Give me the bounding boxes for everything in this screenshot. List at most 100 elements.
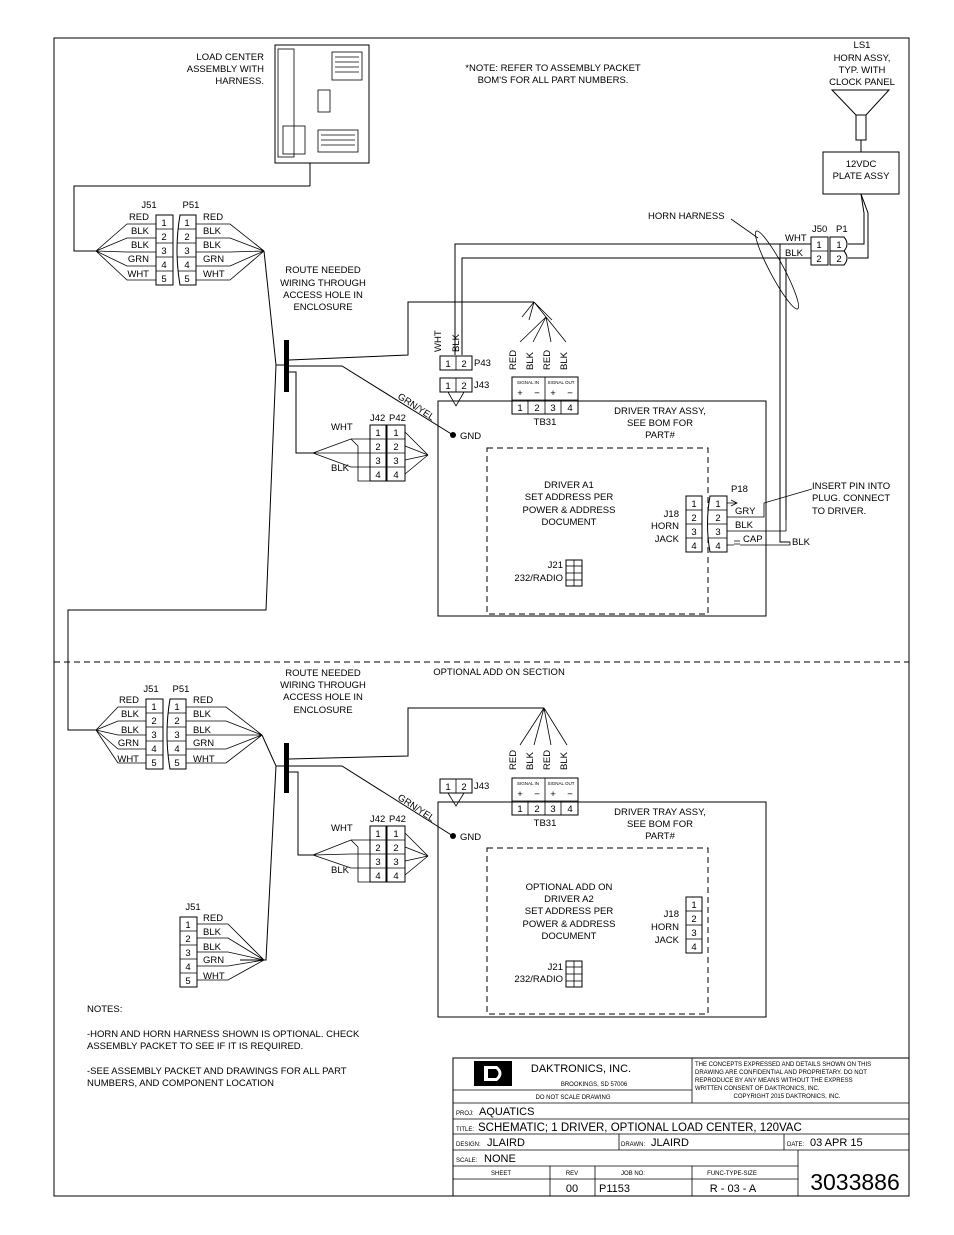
svg-text:−: −	[534, 789, 540, 800]
svg-text:THE CONCEPTS EXPRESSED AND DET: THE CONCEPTS EXPRESSED AND DETAILS SHOWN…	[695, 1062, 871, 1068]
svg-text:GRN: GRN	[203, 254, 224, 265]
svg-text:3: 3	[691, 527, 696, 538]
svg-text:POWER & ADDRESS: POWER & ADDRESS	[523, 505, 616, 516]
svg-text:GRY: GRY	[735, 506, 756, 517]
svg-text:SET ADDRESS PER: SET ADDRESS PER	[525, 492, 614, 503]
svg-text:4: 4	[567, 403, 572, 414]
route-label-top: ROUTE NEEDED WIRING THROUGH ACCESS HOLE …	[280, 265, 366, 313]
svg-text:WHT: WHT	[117, 754, 139, 765]
svg-text:DO NOT SCALE DRAWING: DO NOT SCALE DRAWING	[535, 1095, 610, 1101]
svg-text:3: 3	[550, 804, 555, 815]
svg-text:1: 1	[393, 829, 398, 840]
insert-pin-note: INSERT PIN INTO PLUG. CONNECT TO DRIVER.	[812, 481, 890, 517]
gnd-point-top	[450, 432, 456, 438]
svg-text:J42: J42	[370, 814, 385, 825]
svg-text:J18: J18	[664, 909, 679, 920]
svg-text:1: 1	[816, 240, 821, 251]
svg-text:RED: RED	[508, 750, 519, 770]
svg-text:5: 5	[161, 274, 166, 285]
load-center-label: LOAD CENTER ASSEMBLY WITH HARNESS.	[187, 52, 264, 87]
svg-text:WHT: WHT	[331, 823, 353, 834]
svg-text:-SEE ASSEMBLY PACKET AND DRAWI: -SEE ASSEMBLY PACKET AND DRAWINGS FOR AL…	[87, 1066, 347, 1077]
svg-text:DRIVER A1: DRIVER A1	[544, 480, 594, 491]
svg-text:2: 2	[715, 513, 720, 524]
svg-text:BLK: BLK	[131, 226, 150, 237]
svg-text:OPTIONAL ADD ON: OPTIONAL ADD ON	[526, 882, 613, 893]
svg-text:J51: J51	[185, 902, 200, 913]
svg-text:+: +	[550, 388, 556, 399]
driver-a1-label: DRIVER A1 SET ADDRESS PER POWER & ADDRES…	[523, 480, 616, 528]
svg-text:3: 3	[174, 730, 179, 741]
svg-text:3: 3	[715, 527, 720, 538]
svg-text:DATE:: DATE:	[787, 1142, 805, 1148]
svg-text:SEE BOM FOR: SEE BOM FOR	[627, 418, 693, 429]
driver-tray-top	[437, 400, 767, 617]
svg-text:J18: J18	[664, 509, 679, 520]
svg-text:NUMBERS, AND COMPONENT LOCATIO: NUMBERS, AND COMPONENT LOCATION	[87, 1078, 274, 1089]
svg-text:4: 4	[567, 804, 572, 815]
svg-text:4: 4	[393, 871, 398, 882]
svg-text:P18: P18	[731, 484, 748, 495]
svg-text:DRIVER A2: DRIVER A2	[544, 894, 594, 905]
svg-text:WIRING THROUGH: WIRING THROUGH	[280, 278, 366, 289]
j18-bottom: J18 HORN JACK 1 2 3 4	[651, 896, 703, 954]
svg-text:REPRODUCE BY ANY MEANS WITHOUT: REPRODUCE BY ANY MEANS WITHOUT THE EXPRE…	[695, 1078, 853, 1084]
svg-text:GRN: GRN	[118, 738, 139, 749]
svg-text:2: 2	[836, 254, 841, 265]
svg-text:+: +	[517, 388, 523, 399]
svg-text:J42: J42	[370, 413, 385, 424]
svg-text:JLAIRD: JLAIRD	[487, 1137, 525, 1149]
svg-text:PLATE ASSY: PLATE ASSY	[833, 171, 891, 182]
svg-text:1: 1	[691, 900, 696, 911]
svg-text:DOCUMENT: DOCUMENT	[542, 931, 597, 942]
svg-text:+: +	[550, 789, 556, 800]
project-name: AQUATICS	[479, 1106, 534, 1118]
svg-text:4: 4	[715, 541, 720, 552]
svg-text:SET ADDRESS PER: SET ADDRESS PER	[525, 906, 614, 917]
svg-text:TO DRIVER.: TO DRIVER.	[812, 506, 866, 517]
svg-text:5: 5	[151, 758, 156, 769]
svg-text:J51: J51	[143, 684, 158, 695]
svg-text:2: 2	[393, 843, 398, 854]
svg-text:DRAWN:: DRAWN:	[621, 1142, 645, 1148]
svg-text:BLK: BLK	[203, 226, 222, 237]
svg-text:PART#: PART#	[645, 430, 675, 441]
svg-text:−: −	[567, 388, 573, 399]
svg-text:ASSEMBLY WITH: ASSEMBLY WITH	[187, 64, 264, 75]
svg-text:CAP: CAP	[743, 534, 763, 545]
svg-text:1: 1	[184, 218, 189, 229]
svg-text:1: 1	[517, 804, 522, 815]
svg-text:WHT: WHT	[203, 269, 225, 280]
svg-text:JOB NO:: JOB NO:	[621, 1171, 645, 1177]
svg-text:P1153: P1153	[599, 1183, 630, 1195]
gnd-label-top: GND	[460, 431, 481, 442]
driver-tray-bottom	[437, 801, 767, 1018]
horn-harness: HORN HARNESS BLK	[454, 211, 811, 548]
svg-text:1: 1	[375, 428, 380, 439]
svg-text:−: −	[534, 388, 540, 399]
svg-text:4: 4	[151, 744, 156, 755]
svg-text:TB31: TB31	[534, 417, 557, 428]
svg-text:2: 2	[461, 359, 466, 370]
svg-text:2: 2	[816, 254, 821, 265]
svg-text:3: 3	[184, 246, 189, 257]
gnd-point-bottom	[450, 833, 456, 839]
svg-text:R - 03 - A: R - 03 - A	[710, 1183, 757, 1195]
svg-text:BLK: BLK	[559, 751, 570, 770]
svg-text:+: +	[517, 789, 523, 800]
svg-text:BLK: BLK	[193, 725, 212, 736]
svg-text:PART#: PART#	[645, 831, 675, 842]
svg-text:HARNESS.: HARNESS.	[215, 76, 264, 87]
svg-text:DRAWING ARE CONFIDENTIAL AND P: DRAWING ARE CONFIDENTIAL AND PROPRIETARY…	[695, 1070, 867, 1076]
svg-text:00: 00	[566, 1183, 578, 1195]
svg-text:1: 1	[836, 240, 841, 251]
svg-text:4: 4	[184, 260, 189, 271]
svg-text:4: 4	[161, 260, 166, 271]
svg-text:WIRING THROUGH: WIRING THROUGH	[280, 680, 366, 691]
svg-text:BLK: BLK	[193, 709, 212, 720]
svg-text:2: 2	[161, 232, 166, 243]
svg-text:RED: RED	[193, 695, 213, 706]
svg-text:P51: P51	[183, 200, 200, 211]
svg-text:1: 1	[393, 428, 398, 439]
access-hole-grommet	[284, 340, 289, 392]
